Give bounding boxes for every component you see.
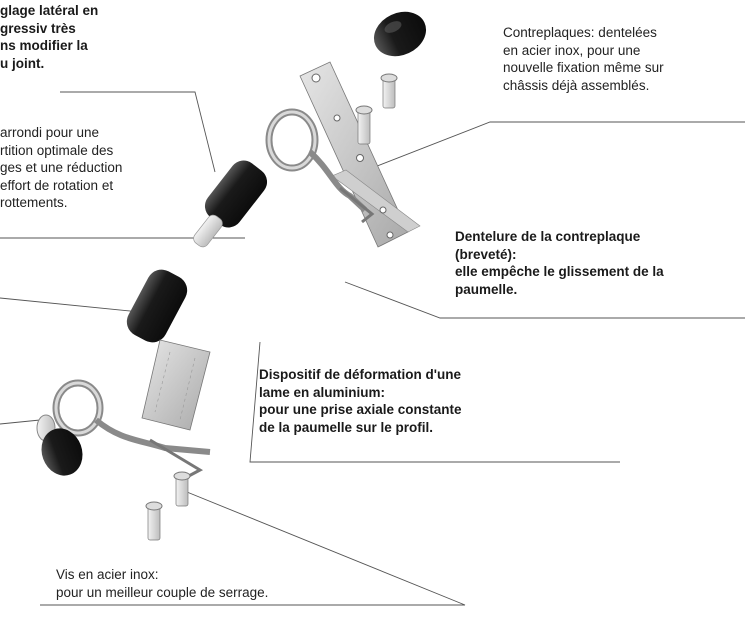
label-mid-left: arrondi pour une rtition optimale des ge… bbox=[0, 124, 122, 212]
label-mid-left-line-2: rtition optimale des bbox=[0, 142, 114, 158]
leader-line-bottom bbox=[40, 489, 466, 606]
label-center: Dispositif de déformation d'une lame en … bbox=[259, 366, 462, 436]
leader-line-top-right bbox=[371, 121, 745, 169]
label-center-line-3: pour une prise axiale constante bbox=[259, 402, 462, 417]
label-mid-left-line-5: rottements. bbox=[0, 195, 68, 210]
leader-line-center bbox=[249, 341, 620, 463]
leader-line-left-low bbox=[0, 419, 41, 425]
label-bottom-line-1: Vis en acier inox: bbox=[56, 567, 159, 582]
label-top-left-line-3: ns modifier la bbox=[0, 38, 88, 53]
label-right-mid-line-4: paumelle. bbox=[455, 281, 518, 297]
bottom-cap bbox=[41, 428, 83, 476]
label-top-left-line-2: gressiv très bbox=[0, 20, 76, 36]
label-top-right-line-3: nouvelle fixation même sur bbox=[503, 60, 664, 75]
label-center-line-2: lame en aluminium: bbox=[259, 384, 386, 400]
label-bottom: Vis en acier inox: pour un meilleur coup… bbox=[56, 566, 268, 601]
label-top-right-line-2: en acier inox, pour une bbox=[503, 42, 641, 58]
lower-sleeve bbox=[126, 269, 188, 343]
label-mid-left-line-1: arrondi pour une bbox=[0, 125, 100, 140]
pin-sleeve bbox=[193, 160, 268, 248]
lower-hinge-leaf bbox=[36, 379, 211, 480]
label-top-left-line-1: glage latéral en bbox=[0, 3, 99, 18]
label-center-line-1: Dispositif de déformation d'une bbox=[259, 367, 461, 382]
label-center-line-4: de la paumelle sur le profil. bbox=[259, 419, 434, 435]
upper-counterplate bbox=[299, 61, 421, 248]
label-top-right-line-1: Contreplaques: dentelées bbox=[503, 25, 657, 40]
label-right-mid-line-1: Dentelure de la contreplaque bbox=[455, 229, 641, 244]
bottom-screws bbox=[145, 471, 191, 541]
leader-line-left bbox=[0, 297, 141, 313]
label-mid-left-line-4: effort de rotation et bbox=[0, 177, 114, 193]
label-top-left: glage latéral en gressiv très ns modifie… bbox=[0, 2, 98, 72]
leader-line-mid-left bbox=[60, 91, 216, 173]
label-bottom-line-2: pour un meilleur couple de serrage. bbox=[56, 584, 269, 600]
upper-screws bbox=[355, 73, 398, 145]
upper-hinge-leaf bbox=[265, 108, 375, 224]
label-top-right: Contreplaques: dentelées en acier inox, … bbox=[503, 24, 664, 94]
label-right-mid: Dentelure de la contreplaque (breveté): … bbox=[455, 228, 664, 298]
label-top-left-line-4: u joint. bbox=[0, 55, 45, 71]
lower-plate bbox=[141, 339, 211, 431]
label-right-mid-line-2: (breveté): bbox=[455, 246, 517, 262]
label-right-mid-line-3: elle empêche le glissement de la bbox=[455, 264, 664, 279]
top-cap bbox=[373, 11, 427, 57]
label-mid-left-line-3: ges et une réduction bbox=[0, 160, 123, 175]
label-top-right-line-4: châssis déjà assemblés. bbox=[503, 77, 650, 93]
leader-line-right-mid bbox=[344, 281, 745, 319]
